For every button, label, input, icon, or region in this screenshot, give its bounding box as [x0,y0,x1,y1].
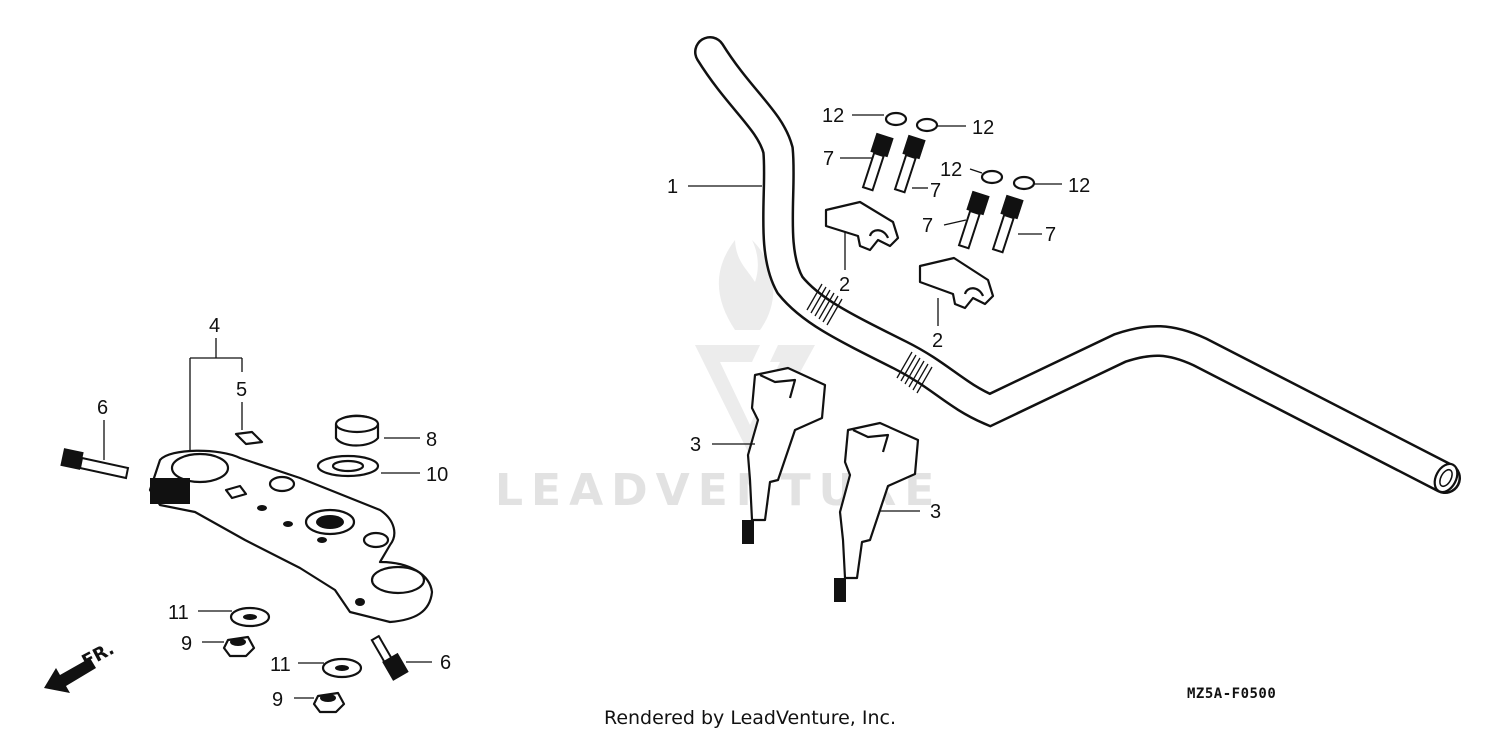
stem-nut [334,414,380,447]
callout-bolt-d: 7 [1045,224,1056,246]
callout-nut-stem: 8 [426,429,437,451]
emblem [234,430,264,446]
bolt-6-right [370,634,409,681]
callout-cap-a: 12 [822,105,844,127]
callout-bolt-right: 6 [440,652,451,674]
lower-holder-a [742,366,827,544]
callout-emblem: 5 [236,379,247,401]
callout-holder-upper-a: 2 [839,274,850,296]
callout-bolt-left: 6 [97,397,108,419]
lower-holder-b [834,421,920,602]
washers-11 [229,606,363,679]
callout-bolt-b: 7 [930,180,941,202]
bolts-7 [861,132,1024,254]
diagram-code: MZ5A-F0500 [1187,686,1277,702]
upper-holder-a [824,200,900,252]
top-bridge [148,449,434,624]
callout-holder-lower-a: 3 [690,434,701,456]
caps [884,111,1036,191]
stem-washer [316,454,380,478]
callout-holder-lower-b: 3 [930,501,941,523]
watermark-flame-icon [718,240,774,330]
callout-nut-b: 9 [272,689,283,711]
callout-cap-d: 12 [1068,175,1090,197]
callout-washer-stem: 10 [426,464,448,486]
upper-holder-b [918,256,995,310]
callout-washer-a: 11 [168,602,189,624]
callout-bolt-a: 7 [823,148,834,170]
credit-line: Rendered by LeadVenture, Inc. [603,707,897,729]
callout-bolt-c: 7 [922,215,933,237]
front-direction-indicator: FR. [44,638,118,693]
callout-cap-c: 12 [940,159,962,181]
handlebar [694,36,1461,494]
leader-lines [103,114,1062,699]
callout-handlebar: 1 [667,176,678,198]
callout-holder-upper-b: 2 [932,330,943,352]
front-arrow-icon [44,658,96,693]
callout-nut-a: 9 [181,633,192,655]
callout-labels: 1 2 2 3 3 4 5 6 6 7 7 7 7 8 9 9 10 11 11… [97,105,1090,711]
nuts-9 [222,635,346,714]
callout-washer-b: 11 [270,654,291,676]
bolt-6-left [60,448,130,480]
callout-cap-b: 12 [972,117,994,139]
callout-bridge-top: 4 [209,315,220,337]
